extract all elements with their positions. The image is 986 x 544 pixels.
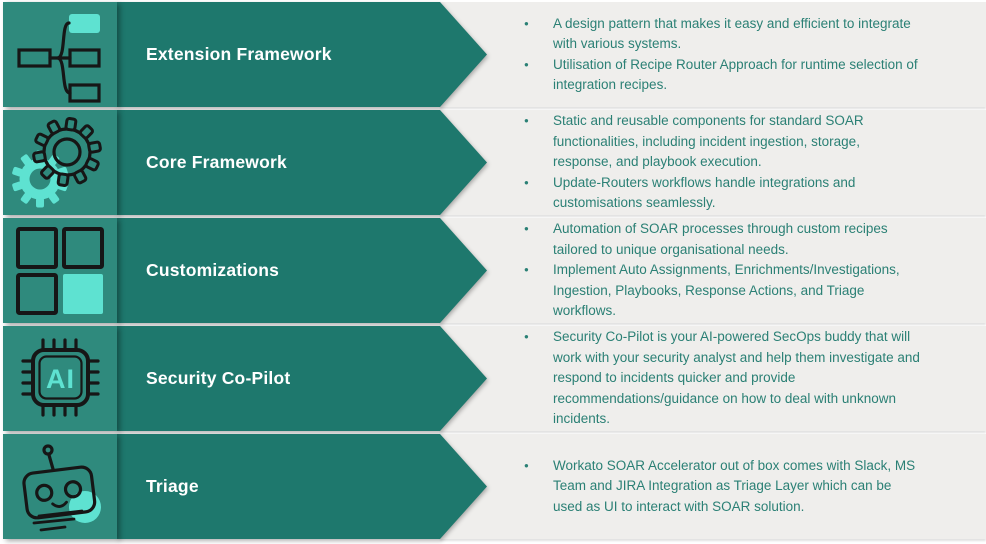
bullet-item: Utilisation of Recipe Router Approach fo…	[522, 55, 922, 96]
bullet-list: Security Co-Pilot is your AI-powered Sec…	[522, 327, 922, 430]
banner-label: Customizations	[146, 260, 280, 280]
banner-arrow: Core Framework	[117, 110, 487, 215]
ai-chip-label: AI	[46, 364, 75, 394]
bullet-item: Security Co-Pilot is your AI-powered Sec…	[522, 327, 922, 430]
description-panel: Static and reusable components for stand…	[440, 110, 986, 215]
grid-squares-icon	[16, 227, 104, 315]
banner-arrow: Extension Framework	[117, 2, 487, 107]
feature-row-triage: Workato SOAR Accelerator out of box come…	[0, 434, 986, 539]
banner-label: Security Co-Pilot	[146, 368, 291, 388]
feature-row-customizations: Automation of SOAR processes through cus…	[0, 218, 986, 323]
mindmap-icon	[17, 14, 101, 103]
bullet-item: A design pattern that makes it easy and …	[522, 14, 922, 55]
banner-label: Triage	[146, 476, 199, 496]
banner-arrow: Customizations	[117, 218, 487, 323]
description-panel: Security Co-Pilot is your AI-powered Sec…	[440, 326, 986, 431]
icon-tile	[3, 110, 117, 215]
banner-label: Extension Framework	[146, 44, 332, 64]
gears-icon	[12, 117, 102, 208]
bullet-item: Update-Routers workflows handle integrat…	[522, 173, 922, 214]
banner-arrow: Security Co-Pilot	[117, 326, 487, 431]
bullet-item: Workato SOAR Accelerator out of box come…	[522, 456, 922, 518]
icon-tile	[3, 2, 117, 107]
icon-tile	[3, 218, 117, 323]
feature-row-security-co-pilot: Security Co-Pilot is your AI-powered Sec…	[0, 326, 986, 431]
bullet-list: Static and reusable components for stand…	[522, 111, 922, 214]
bullet-list: Workato SOAR Accelerator out of box come…	[522, 456, 922, 518]
ai-chip-icon: AI	[21, 338, 100, 417]
bullet-item: Static and reusable components for stand…	[522, 111, 922, 173]
banner-label: Core Framework	[146, 152, 287, 172]
bullet-item: Automation of SOAR processes through cus…	[522, 219, 922, 260]
description-panel: Workato SOAR Accelerator out of box come…	[440, 434, 986, 539]
bullet-list: Automation of SOAR processes through cus…	[522, 219, 922, 322]
icon-tile: AI	[3, 326, 117, 431]
bullet-list: A design pattern that makes it easy and …	[522, 14, 922, 96]
feature-row-extension-framework: A design pattern that makes it easy and …	[0, 2, 986, 107]
banner-arrow: Triage	[117, 434, 487, 539]
icon-tile	[3, 434, 117, 539]
feature-row-core-framework: Static and reusable components for stand…	[0, 110, 986, 215]
description-panel: Automation of SOAR processes through cus…	[440, 218, 986, 323]
robot-icon	[22, 444, 101, 532]
description-panel: A design pattern that makes it easy and …	[440, 2, 986, 107]
bullet-item: Implement Auto Assignments, Enrichments/…	[522, 260, 922, 322]
